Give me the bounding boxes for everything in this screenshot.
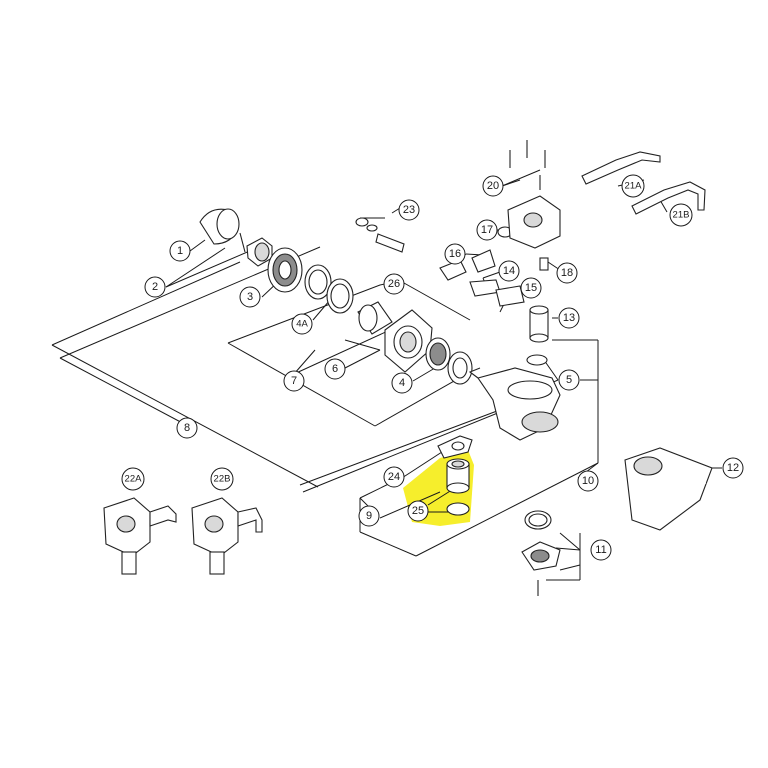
svg-text:5: 5	[566, 374, 572, 386]
callout-8: 8	[176, 417, 198, 439]
svg-text:22B: 22B	[214, 474, 231, 485]
callout-9: 9	[358, 505, 380, 527]
part-1-cap	[199, 208, 246, 253]
callout-4: 4	[391, 372, 413, 394]
svg-text:8: 8	[184, 422, 190, 434]
callout-26: 26	[383, 273, 405, 295]
callout-14: 14	[498, 260, 520, 282]
svg-text:9: 9	[366, 510, 372, 522]
part-valve-top	[507, 140, 561, 249]
callout-25: 25	[407, 500, 429, 522]
callout-13: 13	[558, 307, 580, 329]
part-16-14-15-springs	[439, 249, 525, 307]
callout-21b: 21B	[669, 203, 693, 227]
part-22a-valve	[103, 497, 177, 575]
callout-22a: 22A	[121, 467, 145, 491]
svg-text:4A: 4A	[296, 319, 308, 330]
part-26-flange	[384, 309, 433, 373]
svg-text:20: 20	[487, 180, 499, 192]
svg-text:6: 6	[332, 363, 338, 375]
callout-5: 5	[558, 369, 580, 391]
callout-1: 1	[169, 240, 191, 262]
callout-16: 16	[444, 243, 466, 265]
part-21-pipes	[581, 151, 706, 215]
callout-23: 23	[398, 199, 420, 221]
part-5-body	[468, 354, 561, 441]
svg-text:11: 11	[595, 544, 606, 556]
svg-text:16: 16	[449, 248, 461, 260]
callout-4a: 4A	[291, 313, 313, 335]
callout-11: 11	[590, 539, 612, 561]
part-13-stem	[529, 305, 549, 343]
part-11-clip	[521, 510, 561, 596]
part-2-nut	[246, 237, 273, 267]
callout-10: 10	[577, 470, 599, 492]
svg-text:17: 17	[481, 224, 493, 236]
callout-18: 18	[556, 262, 578, 284]
part-4a-ring	[304, 264, 354, 314]
svg-text:1: 1	[177, 245, 183, 257]
callout-12: 12	[722, 457, 744, 479]
svg-text:18: 18	[561, 267, 573, 279]
callout-15: 15	[520, 277, 542, 299]
svg-text:26: 26	[388, 278, 400, 290]
part-4-ring	[425, 337, 473, 385]
svg-text:2: 2	[152, 281, 158, 293]
callout-6: 6	[324, 358, 346, 380]
part-12-tray: V.ORLANDI	[624, 447, 713, 531]
svg-text:21B: 21B	[673, 210, 690, 221]
part-6-bushing	[357, 301, 393, 335]
svg-text:10: 10	[582, 475, 594, 487]
part-22b-valve	[191, 497, 263, 575]
callout-3: 3	[239, 286, 261, 308]
svg-text:25: 25	[412, 505, 424, 517]
svg-text:3: 3	[247, 291, 253, 303]
callout-20: 20	[482, 175, 504, 197]
svg-text:15: 15	[525, 282, 537, 294]
part-24-tab	[437, 435, 473, 459]
callout-22b: 22B	[210, 467, 234, 491]
svg-text:7: 7	[291, 375, 297, 387]
svg-text:24: 24	[388, 471, 400, 483]
callout-7: 7	[283, 370, 305, 392]
part-23-bolt	[355, 217, 405, 253]
callout-2: 2	[144, 276, 166, 298]
callout-17: 17	[476, 219, 498, 241]
svg-text:12: 12	[727, 462, 739, 474]
svg-text:23: 23	[403, 204, 415, 216]
svg-text:21A: 21A	[625, 181, 643, 192]
part-25-nozzle	[446, 458, 470, 516]
callout-24: 24	[383, 466, 405, 488]
svg-text:14: 14	[503, 265, 515, 277]
callout-21a: 21A	[621, 174, 645, 198]
part-3-bearing	[267, 247, 303, 293]
svg-text:22A: 22A	[125, 474, 143, 485]
svg-text:4: 4	[399, 377, 405, 389]
svg-text:13: 13	[563, 312, 575, 324]
